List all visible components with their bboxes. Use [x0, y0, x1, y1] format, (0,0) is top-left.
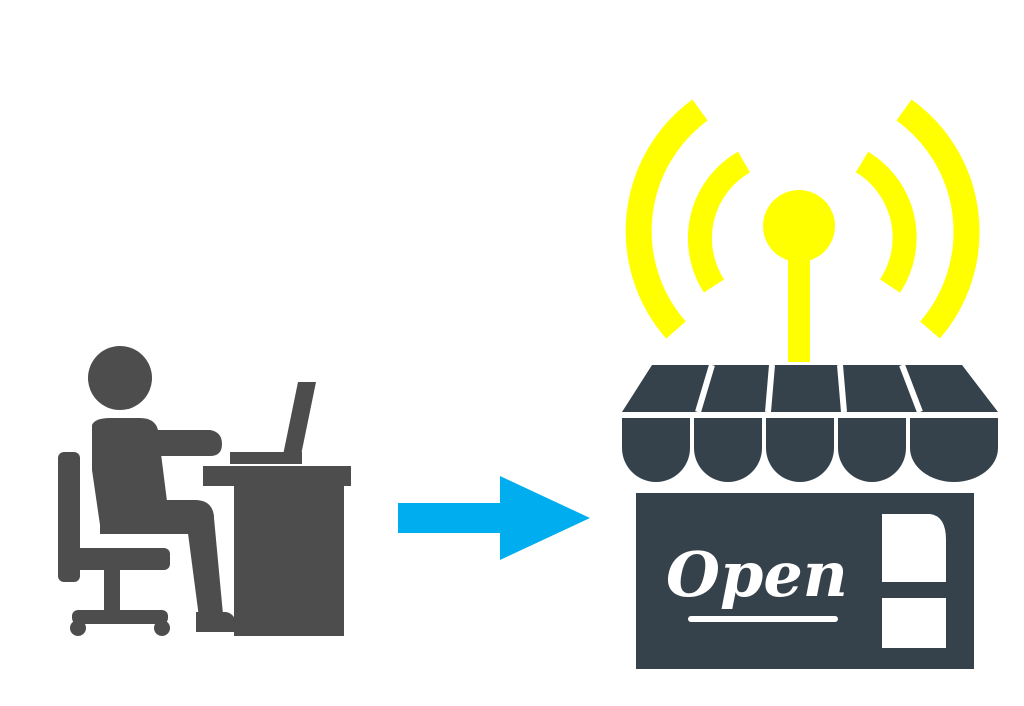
laptop-icon	[230, 382, 316, 464]
antenna-mast	[788, 250, 810, 362]
shop-door-window	[882, 514, 946, 582]
inner-left-wave	[687, 151, 751, 293]
desk-icon	[203, 466, 351, 636]
outer-left-wave	[625, 99, 708, 339]
inner-right-wave	[855, 151, 917, 293]
open-sign-underline	[688, 616, 838, 622]
awning-stripes	[695, 363, 923, 414]
open-sign-text: Open	[666, 538, 848, 611]
arrow-right-icon	[398, 476, 590, 560]
awning-scallops	[622, 418, 998, 482]
open-shop-icon: Open	[622, 363, 998, 669]
person-at-desk-icon	[58, 346, 351, 636]
wireless-signal-icon	[625, 99, 980, 362]
person-icon	[88, 346, 236, 632]
chair-icon	[58, 452, 170, 636]
shop-door-panel	[882, 598, 946, 648]
antenna-ball	[763, 190, 835, 262]
awning-top	[622, 365, 998, 412]
outer-right-wave	[896, 99, 980, 339]
